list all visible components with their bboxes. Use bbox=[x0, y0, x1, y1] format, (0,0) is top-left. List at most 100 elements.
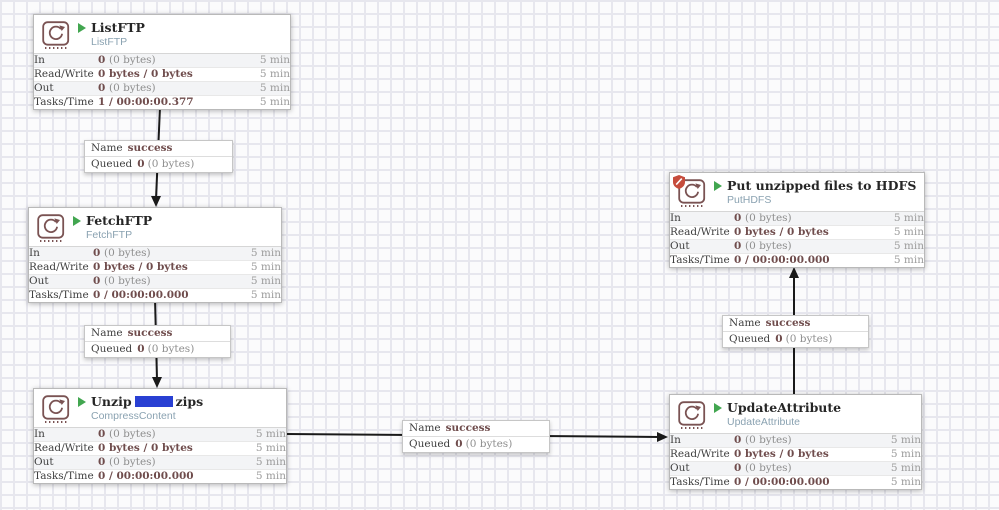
stat-timeframe: 5 min bbox=[893, 226, 924, 238]
restricted-icon bbox=[673, 174, 685, 193]
stat-row-out: Out 0 (0 bytes) 5 min bbox=[670, 239, 924, 254]
running-status-icon bbox=[714, 402, 722, 413]
stat-label: Tasks/Time bbox=[34, 96, 94, 108]
stat-timeframe: 5 min bbox=[255, 456, 286, 468]
stat-label: Out bbox=[670, 240, 690, 252]
processor-stamp-icon bbox=[678, 401, 706, 430]
stat-row-out: Out 0 (0 bytes) 5 min bbox=[34, 455, 286, 470]
connection-queued-value: 0 bbox=[775, 333, 783, 345]
connection-queued-value: 0 bbox=[137, 158, 145, 170]
stat-label: Tasks/Time bbox=[670, 254, 730, 266]
stat-label: Read/Write bbox=[670, 226, 730, 238]
processor-stamp-icon bbox=[42, 21, 70, 50]
stat-label: Read/Write bbox=[34, 68, 94, 80]
stat-label: Read/Write bbox=[670, 448, 730, 460]
stat-label: Out bbox=[670, 462, 690, 474]
processor-listftp[interactable]: ListFTP ListFTP In 0 (0 bytes) 5 min Rea… bbox=[33, 14, 291, 110]
connection-queued-label: Queued bbox=[409, 438, 451, 450]
stat-value: 0 (0 bytes) bbox=[98, 428, 156, 440]
connection-name-value: success bbox=[445, 422, 491, 434]
stat-row-out: Out 0 (0 bytes) 5 min bbox=[34, 81, 290, 96]
processor-type: PutHDFS bbox=[727, 194, 772, 206]
processor-header: Put unzipped files to HDFS PutHDFS bbox=[670, 173, 924, 212]
processor-updateattribute[interactable]: UpdateAttribute UpdateAttribute In 0 (0 … bbox=[669, 394, 922, 490]
connection-name-label: Name bbox=[409, 422, 441, 434]
stat-value: 0 / 00:00:00.000 bbox=[734, 254, 830, 266]
stat-row-taskstime: Tasks/Time 1 / 00:00:00.377 5 min bbox=[34, 95, 290, 110]
processor-header: UpdateAttribute UpdateAttribute bbox=[670, 395, 921, 434]
processor-title: ListFTP bbox=[91, 20, 145, 35]
stat-row-taskstime: Tasks/Time 0 / 00:00:00.000 5 min bbox=[29, 288, 281, 303]
stat-row-out: Out 0 (0 bytes) 5 min bbox=[670, 461, 921, 476]
connection-queued-value: 0 bbox=[455, 438, 463, 450]
running-status-icon bbox=[78, 396, 86, 407]
stat-timeframe: 5 min bbox=[890, 476, 921, 488]
stat-value: 0 / 00:00:00.000 bbox=[93, 289, 189, 301]
connection-name-value: success bbox=[127, 327, 173, 339]
connection-queued-suffix: (0 bytes) bbox=[785, 333, 833, 345]
connection-queued-row: Queued 0(0 bytes) bbox=[723, 332, 868, 347]
processor-type: FetchFTP bbox=[86, 229, 133, 241]
connection-name-row: Name success bbox=[85, 141, 232, 157]
connection-name-value: success bbox=[127, 142, 173, 154]
stat-label: Tasks/Time bbox=[670, 476, 730, 488]
processor-type: CompressContent bbox=[91, 410, 176, 422]
stat-value: 0 (0 bytes) bbox=[98, 54, 156, 66]
stat-row-in: In 0 (0 bytes) 5 min bbox=[34, 54, 290, 68]
stat-row-taskstime: Tasks/Time 0 / 00:00:00.000 5 min bbox=[670, 475, 921, 490]
stat-label: Tasks/Time bbox=[29, 289, 89, 301]
stat-label: Out bbox=[34, 82, 54, 94]
stat-timeframe: 5 min bbox=[250, 261, 281, 273]
processor-stats: In 0 (0 bytes) 5 min Read/Write 0 bytes … bbox=[34, 54, 290, 109]
arrowhead-down-icon bbox=[152, 377, 162, 388]
processor-fetchftp[interactable]: FetchFTP FetchFTP In 0 (0 bytes) 5 min R… bbox=[28, 207, 282, 303]
connection-queued-label: Queued bbox=[729, 333, 771, 345]
stat-timeframe: 5 min bbox=[259, 54, 290, 66]
stat-row-in: In 0 (0 bytes) 5 min bbox=[670, 434, 921, 448]
connection-label-unzip-updateattribute[interactable]: Name success Queued 0(0 bytes) bbox=[402, 420, 550, 453]
stat-row-readwrite: Read/Write 0 bytes / 0 bytes 5 min bbox=[29, 260, 281, 275]
processor-puthdfs[interactable]: Put unzipped files to HDFS PutHDFS In 0 … bbox=[669, 172, 925, 268]
processor-title: Put unzipped files to HDFS bbox=[727, 178, 917, 193]
stat-timeframe: 5 min bbox=[259, 82, 290, 94]
stat-timeframe: 5 min bbox=[255, 470, 286, 482]
connection-queued-suffix: (0 bytes) bbox=[465, 438, 513, 450]
stat-timeframe: 5 min bbox=[890, 462, 921, 474]
connection-name-label: Name bbox=[91, 142, 123, 154]
stat-label: Read/Write bbox=[34, 442, 94, 454]
stat-timeframe: 5 min bbox=[255, 442, 286, 454]
stat-row-in: In 0 (0 bytes) 5 min bbox=[670, 212, 924, 226]
stat-timeframe: 5 min bbox=[893, 240, 924, 252]
processor-header: FetchFTP FetchFTP bbox=[29, 208, 281, 247]
connection-queued-suffix: (0 bytes) bbox=[147, 343, 195, 355]
stat-row-readwrite: Read/Write 0 bytes / 0 bytes 5 min bbox=[34, 67, 290, 82]
processor-type: UpdateAttribute bbox=[727, 416, 800, 428]
running-status-icon bbox=[78, 22, 86, 33]
stat-row-taskstime: Tasks/Time 0 / 00:00:00.000 5 min bbox=[670, 253, 924, 268]
stat-label: Out bbox=[29, 275, 49, 287]
redaction-box bbox=[134, 396, 173, 407]
processor-title: FetchFTP bbox=[86, 213, 153, 228]
stat-value: 0 bytes / 0 bytes bbox=[93, 261, 188, 273]
processor-type: ListFTP bbox=[91, 36, 128, 48]
stat-timeframe: 5 min bbox=[890, 434, 921, 446]
stat-label: In bbox=[29, 247, 40, 259]
stat-row-readwrite: Read/Write 0 bytes / 0 bytes 5 min bbox=[670, 225, 924, 240]
stat-label: In bbox=[670, 434, 681, 446]
stat-value: 0 (0 bytes) bbox=[734, 462, 792, 474]
stat-value: 0 bytes / 0 bytes bbox=[734, 226, 829, 238]
stat-label: Tasks/Time bbox=[34, 470, 94, 482]
running-status-icon bbox=[73, 215, 81, 226]
stat-row-in: In 0 (0 bytes) 5 min bbox=[29, 247, 281, 261]
